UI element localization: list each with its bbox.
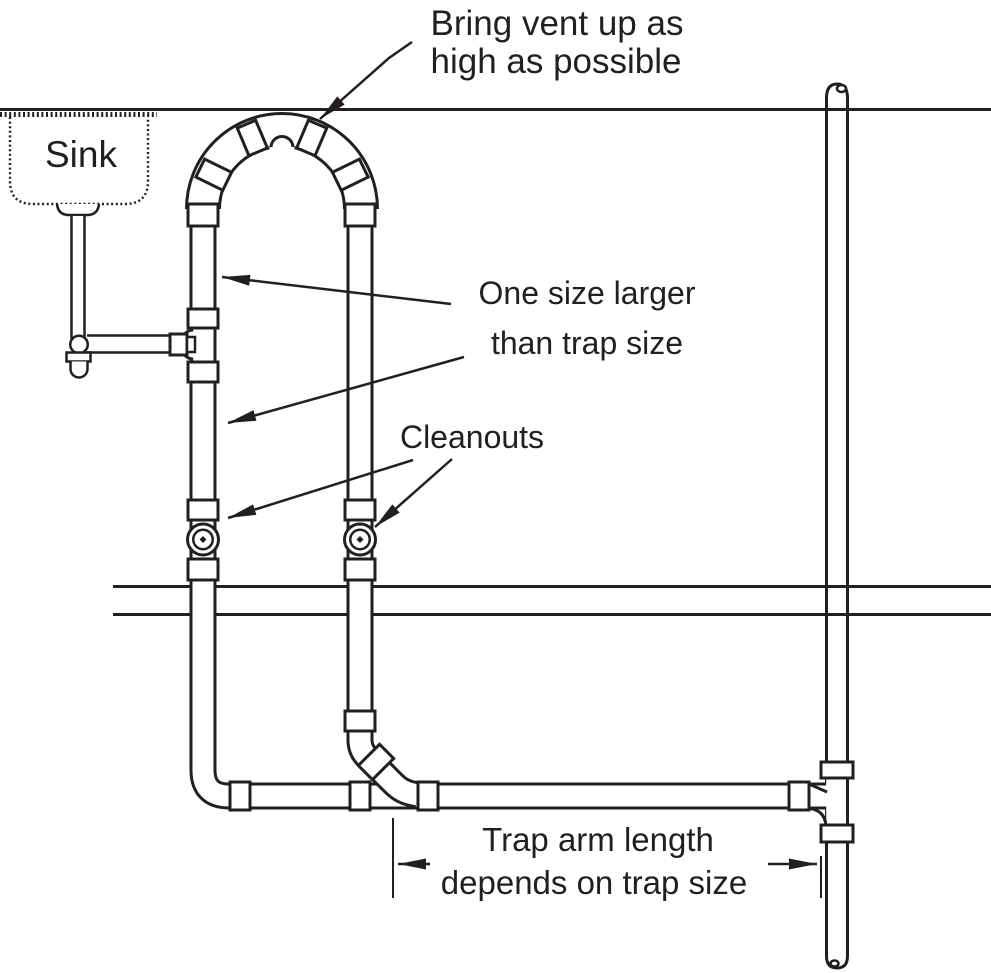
leader-size-note-lower: [227, 355, 465, 425]
stack-tee: [805, 760, 855, 844]
tee-chamfer: [808, 782, 828, 794]
trap-arm-coupling: [168, 332, 189, 357]
stack-coupling: [819, 760, 855, 780]
cleanout-right: [343, 522, 377, 557]
dimension-trap-arm: [392, 818, 822, 898]
drain-couplings: [228, 780, 811, 812]
label-size-note-line1: One size larger: [479, 275, 696, 311]
labels: Bring vent up as high as possible Sink O…: [45, 4, 747, 901]
sink-trap-assembly: [65, 216, 197, 379]
vent-loop-arch: [185, 112, 379, 210]
label-size-note-line2: than trap size: [491, 325, 683, 361]
leader-cleanouts-right: [374, 458, 453, 528]
leader-cleanouts-left: [227, 458, 414, 520]
stack-open-bottom-end: [829, 959, 840, 968]
45-elbow-coupling: [356, 742, 396, 782]
label-vent-note-line1: Bring vent up as: [431, 4, 684, 43]
cleanout-plug-nut: [356, 536, 364, 543]
sink: [0, 112, 157, 217]
label-vent-note-line2: high as possible: [431, 42, 682, 81]
leader-size-note-upper: [221, 274, 452, 306]
trap-band: [65, 351, 92, 363]
leader-vent-note: [319, 40, 413, 120]
stack-open-top-end: [835, 83, 848, 94]
arch-coupling: [330, 157, 371, 193]
trap-bottom-bend: [69, 361, 89, 379]
arch-coupling: [235, 118, 270, 158]
cleanout-plug-nut: [199, 536, 207, 543]
sink-basin-outline: [8, 117, 150, 206]
label-sink: Sink: [45, 134, 117, 175]
arch-coupling: [294, 118, 329, 158]
right-pipe-couplings: [343, 202, 396, 782]
sink-drain-outlet: [55, 203, 101, 217]
stack-coupling: [819, 823, 855, 844]
label-cleanouts: Cleanouts: [400, 419, 544, 455]
waste-stack: [825, 82, 849, 970]
label-trap-arm-line1: Trap arm length: [482, 821, 714, 858]
trap-arm-ring: [185, 335, 197, 354]
floor-lines: [113, 585, 991, 616]
label-trap-arm-line2: depends on trap size: [441, 864, 747, 901]
cleanout-left: [186, 522, 220, 557]
arch-coupling: [193, 157, 234, 193]
left-pipe-couplings: [186, 202, 220, 582]
trap-slip-nut: [69, 334, 89, 355]
